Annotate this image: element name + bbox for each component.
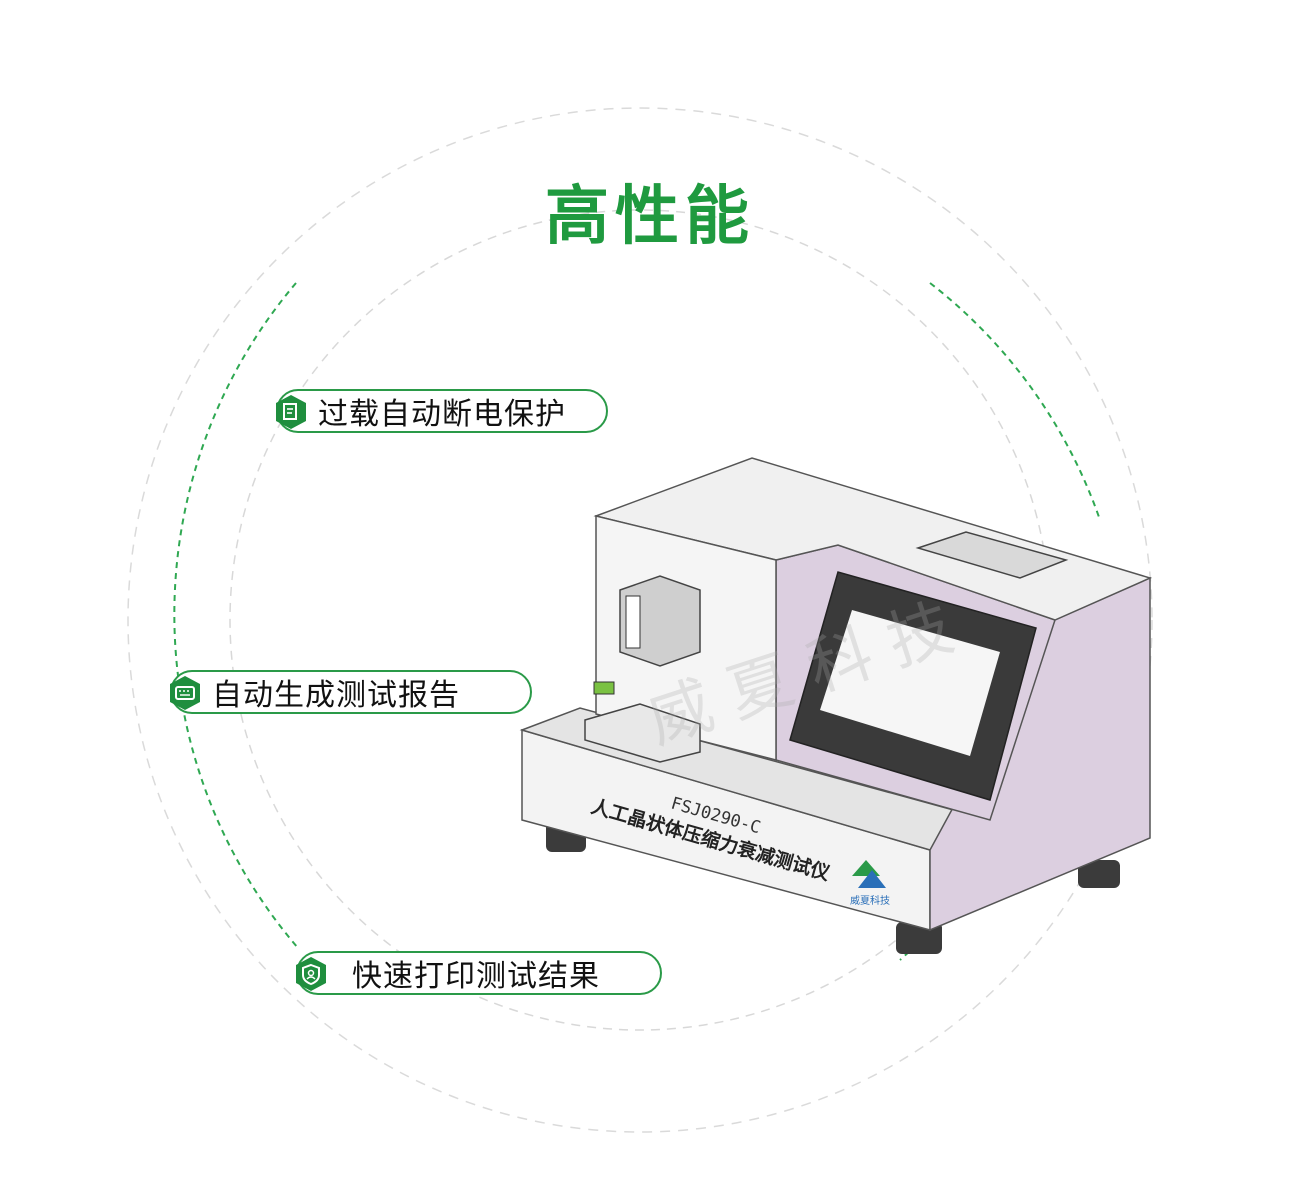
green-arc-right <box>929 282 1101 521</box>
feature-pill-print: 快速打印测试结果 <box>296 951 662 995</box>
feature-label: 自动生成测试报告 <box>212 678 460 713</box>
shield-user-icon <box>296 957 326 991</box>
document-check-icon <box>276 395 306 429</box>
green-connector <box>593 681 615 695</box>
feature-label: 过载自动断电保护 <box>318 397 566 432</box>
brand-label: 威夏科技 <box>850 894 890 907</box>
feature-label: 快速打印测试结果 <box>352 959 600 994</box>
feature-pill-overload: 过载自动断电保护 <box>276 389 608 433</box>
fixture-window <box>625 595 641 649</box>
printer-slot <box>915 531 1069 579</box>
brand-logo: 威夏科技 <box>850 860 890 907</box>
lower-fixture <box>584 703 701 763</box>
keyboard-icon <box>170 676 200 710</box>
foot-right <box>1078 860 1120 888</box>
screen-display <box>820 610 1000 756</box>
page-title: 高性能 <box>545 180 755 254</box>
feature-pill-report: 自动生成测试报告 <box>170 670 532 714</box>
outer-dashed-circle <box>127 107 1153 1133</box>
